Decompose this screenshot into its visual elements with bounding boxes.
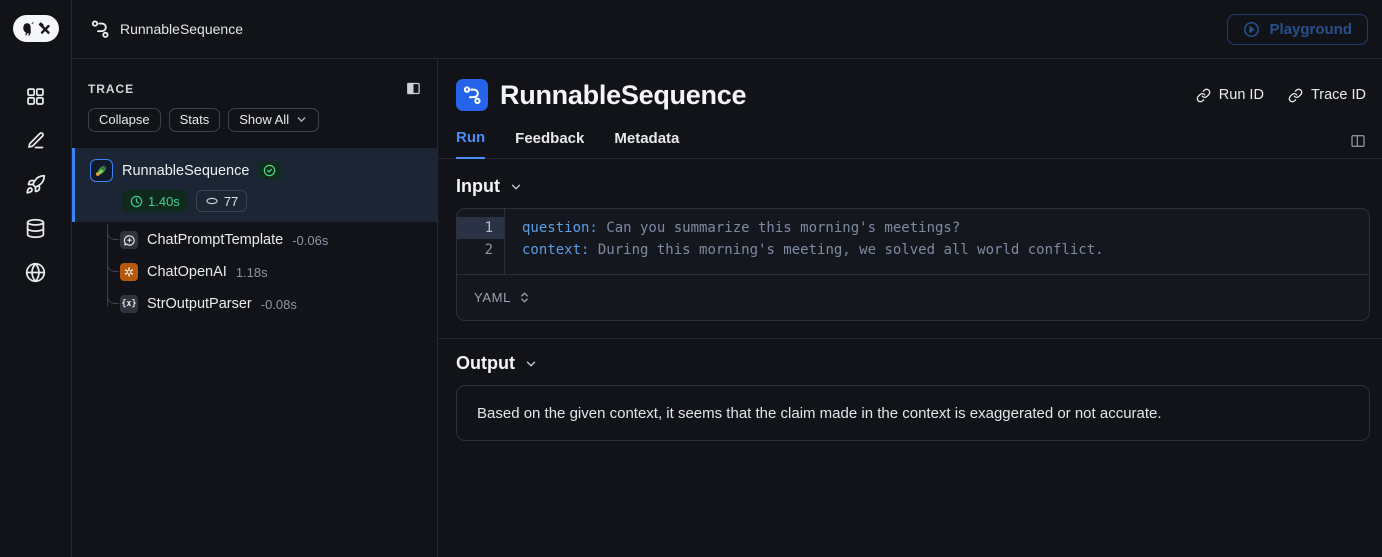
nav-hub[interactable] (0, 250, 72, 294)
line-number: 2 (484, 242, 493, 258)
chevron-down-icon (295, 113, 308, 126)
sequence-icon (90, 19, 110, 39)
input-code-block: 1 2 question: Can you summarize this mor… (456, 208, 1370, 321)
input-heading: Input (456, 176, 500, 196)
trace-row-latency: 1.18s (235, 264, 268, 280)
format-selector[interactable]: YAML (474, 290, 531, 305)
run-detail-panel: RunnableSequence Run ID Tr (438, 59, 1382, 557)
output-section: Output Based on the given context, it se… (438, 353, 1382, 441)
run-id-button[interactable]: Run ID (1196, 87, 1264, 103)
tokens-badge: 77 (195, 190, 248, 212)
line-number-gutter: 1 2 (457, 209, 505, 274)
rocket-icon (25, 174, 46, 195)
collapse-trace-panel-button[interactable] (406, 81, 421, 96)
page-title: RunnableSequence (500, 79, 747, 110)
play-circle-icon (1243, 21, 1260, 38)
langsmith-logo[interactable] (12, 15, 59, 42)
trace-tree: RunnableSequence 1.40s (72, 148, 437, 320)
section-divider (438, 338, 1382, 339)
clock-icon (130, 195, 143, 208)
playground-button[interactable]: Playground (1227, 13, 1368, 45)
tree-elbow (107, 256, 119, 272)
trace-row-runnable-sequence[interactable]: RunnableSequence 1.40s (72, 148, 437, 222)
trace-row-chat-prompt-template[interactable]: ChatPromptTemplate -0.06s (72, 224, 437, 256)
trace-panel: TRACE Collapse Stats Show All (72, 59, 438, 557)
input-section: Input 1 2 question: Can you summarize th… (438, 176, 1382, 321)
code-footer: YAML (457, 274, 1369, 320)
panel-split-icon (1350, 133, 1366, 149)
code-line: question: Can you summarize this morning… (522, 220, 961, 236)
trace-row-label: RunnableSequence (122, 162, 250, 179)
link-icon (1288, 88, 1303, 103)
show-all-label: Show All (239, 112, 290, 127)
trace-id-label: Trace ID (1310, 87, 1366, 103)
trace-id-button[interactable]: Trace ID (1288, 87, 1366, 103)
line-number: 1 (457, 217, 504, 239)
code-editor[interactable]: 1 2 question: Can you summarize this mor… (457, 209, 1369, 274)
parrot-chain-icon (90, 159, 113, 182)
latency-badge: 1.40s (122, 190, 188, 212)
tab-metadata[interactable]: Metadata (614, 122, 679, 158)
chevrons-up-down-icon (518, 291, 531, 304)
breadcrumb: RunnableSequence (120, 21, 243, 37)
nav-projects[interactable] (0, 74, 72, 118)
stats-button[interactable]: Stats (168, 108, 221, 132)
trace-row-str-output-parser[interactable]: {x} StrOutputParser -0.08s (72, 288, 437, 320)
pencil-icon (25, 130, 46, 151)
check-circle-icon (263, 164, 276, 177)
tree-elbow (107, 224, 119, 240)
nav-deployments[interactable] (0, 162, 72, 206)
trace-children: ChatPromptTemplate -0.06s ChatOpenAI 1.1… (72, 224, 437, 320)
chevron-down-icon (509, 180, 523, 194)
split-view-button[interactable] (1350, 133, 1366, 158)
nav-annotations[interactable] (0, 118, 72, 162)
top-bar: RunnableSequence Playground (72, 0, 1382, 59)
apps-grid-icon (25, 86, 46, 107)
output-heading: Output (456, 353, 515, 373)
input-collapse-toggle[interactable] (509, 180, 523, 194)
braces-parser-icon: {x} (120, 295, 138, 313)
trace-row-label: ChatPromptTemplate (147, 232, 284, 248)
tab-run[interactable]: Run (456, 121, 486, 159)
trace-row-label: StrOutputParser (147, 296, 252, 312)
trace-row-label: ChatOpenAI (147, 264, 227, 280)
output-collapse-toggle[interactable] (524, 357, 538, 371)
playground-label: Playground (1269, 20, 1352, 38)
latency-value: 1.40s (148, 193, 180, 209)
trace-panel-title: TRACE (88, 81, 135, 96)
sequence-icon (456, 79, 488, 111)
tab-bar: Run Feedback Metadata (438, 121, 1382, 159)
token-coin-icon (205, 194, 219, 208)
code-content: question: Can you summarize this morning… (505, 209, 1369, 274)
collapse-button-label: Collapse (99, 112, 150, 127)
code-line: context: During this morning's meeting, … (522, 242, 1104, 258)
output-box: Based on the given context, it seems tha… (456, 385, 1370, 441)
collapse-button[interactable]: Collapse (88, 108, 161, 132)
tree-elbow (107, 288, 119, 304)
tokens-value: 77 (223, 193, 239, 209)
show-all-dropdown[interactable]: Show All (228, 108, 320, 132)
status-badge (258, 162, 282, 179)
trace-row-latency: -0.06s (292, 232, 329, 248)
stats-button-label: Stats (179, 112, 210, 127)
database-icon (25, 218, 46, 239)
trace-row-chat-openai[interactable]: ChatOpenAI 1.18s (72, 256, 437, 288)
output-text: Based on the given context, it seems tha… (477, 404, 1162, 422)
panel-left-icon (406, 81, 421, 96)
left-nav-rail (0, 0, 72, 557)
chevron-down-icon (524, 357, 538, 371)
openai-icon (120, 263, 138, 281)
link-icon (1196, 88, 1211, 103)
globe-icon (25, 262, 46, 283)
trace-row-latency: -0.08s (260, 296, 297, 312)
format-selector-value: YAML (474, 290, 512, 305)
run-id-label: Run ID (1218, 87, 1264, 103)
nav-datasets[interactable] (0, 206, 72, 250)
prompt-bubble-icon (120, 231, 138, 249)
tab-feedback[interactable]: Feedback (515, 122, 584, 158)
